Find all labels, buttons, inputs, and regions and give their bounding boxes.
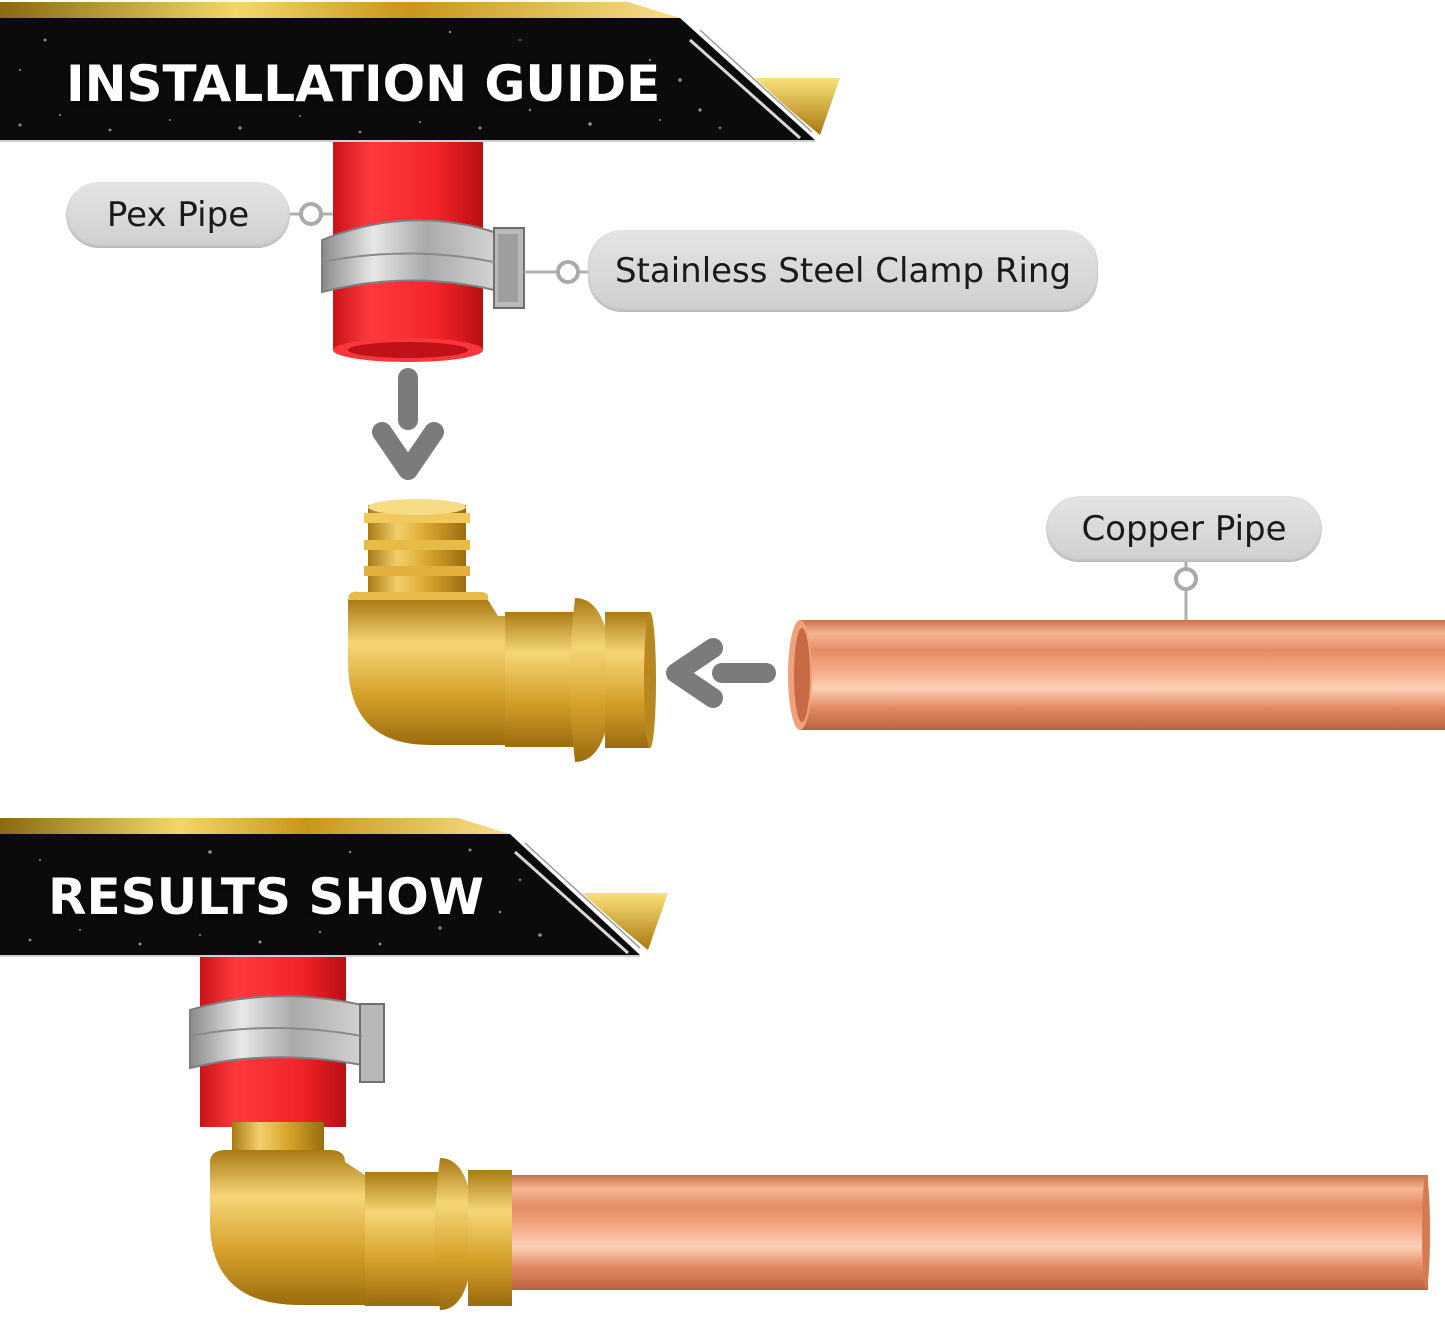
down-arrow-icon <box>372 368 444 480</box>
brass-elbow-fitting <box>348 499 656 762</box>
clamp-ring-label-text: Stainless Steel Clamp Ring <box>614 251 1072 291</box>
results-show-banner <box>0 818 668 957</box>
copper-pipe-label: Copper Pipe <box>1046 496 1322 562</box>
clamp-ring-connector <box>524 260 590 284</box>
pex-pipe-label: Pex Pipe <box>66 182 290 248</box>
clamp-ring-label: Stainless Steel Clamp Ring <box>588 230 1098 312</box>
copper-pipe-connector <box>1174 562 1198 620</box>
left-arrow-icon <box>666 638 776 708</box>
pex-pipe-label-text: Pex Pipe <box>106 195 250 235</box>
copper-pipe <box>788 620 1445 730</box>
results-show-title: RESULTS SHOW <box>48 868 484 926</box>
installation-guide-title: INSTALLATION GUIDE <box>66 55 661 113</box>
installation-guide-banner <box>0 2 840 142</box>
assembled-result <box>189 957 1430 1310</box>
pex-pipe-connector <box>290 202 333 226</box>
copper-pipe-label-text: Copper Pipe <box>1081 509 1287 549</box>
pex-pipe-with-clamp <box>321 142 525 362</box>
